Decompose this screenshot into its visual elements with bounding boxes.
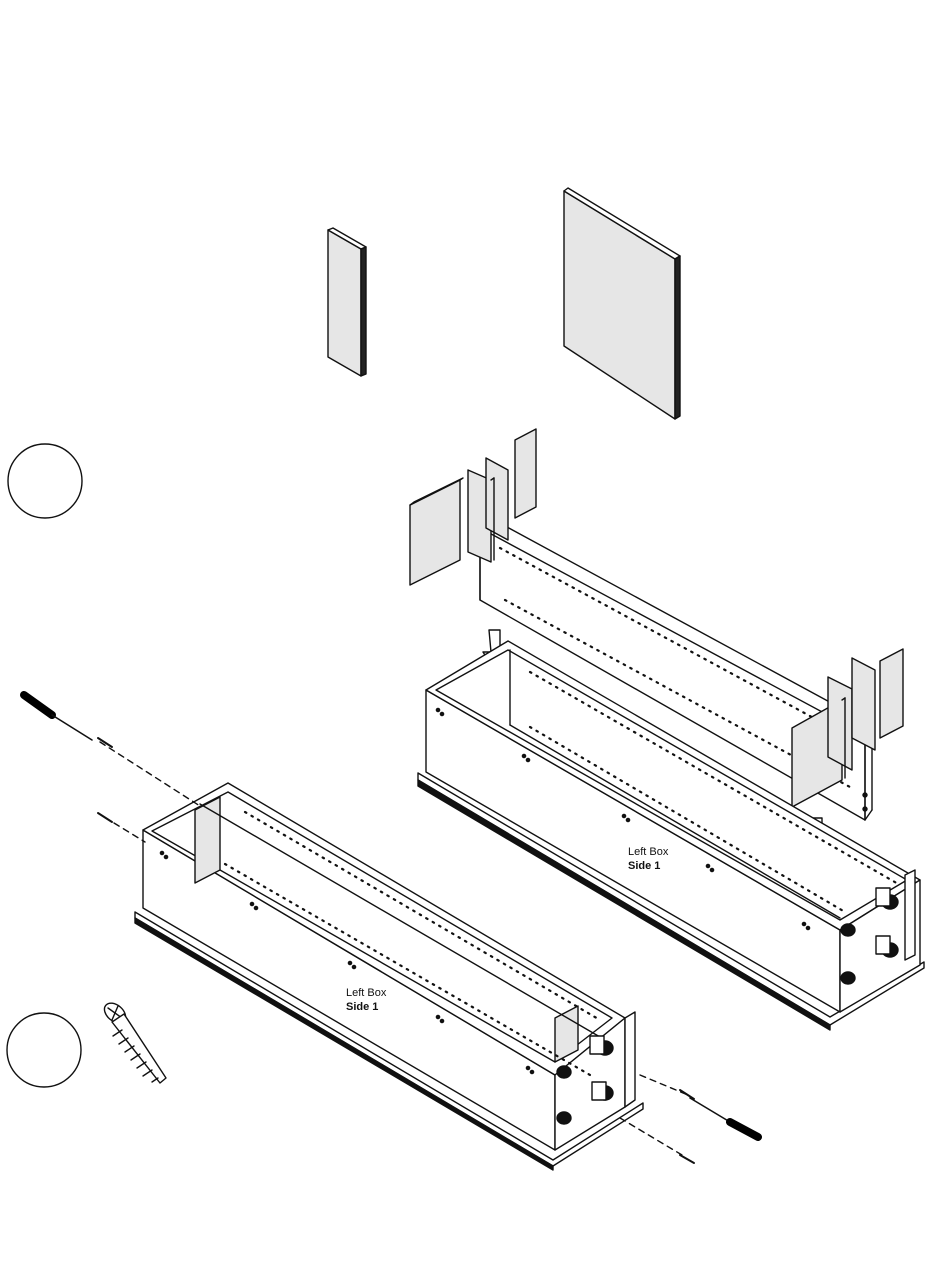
left-box-label: Left Box Side 1 (346, 986, 386, 1014)
narrow-panel (328, 228, 366, 376)
left-box-label-line1: Left Box (346, 986, 386, 1000)
screw-icon (680, 1090, 694, 1099)
screw-icon (98, 813, 112, 822)
insertion-path (640, 1075, 688, 1095)
right-box-label-line2: Side 1 (628, 859, 668, 873)
insertion-path (100, 742, 200, 806)
step-circle-2 (7, 1013, 81, 1087)
left-box-label-line2: Side 1 (346, 1000, 386, 1014)
right-box-label: Left Box Side 1 (628, 845, 668, 873)
screwdriver-icon (690, 1098, 758, 1137)
screwdriver-icon (24, 695, 92, 740)
screw-detail-icon (101, 999, 166, 1083)
back-panel (564, 188, 680, 419)
step-circle-1 (8, 444, 82, 518)
insertion-path (620, 1118, 682, 1155)
screw-icon (680, 1155, 694, 1163)
right-box-label-line1: Left Box (628, 845, 668, 859)
insertion-path (114, 823, 145, 842)
